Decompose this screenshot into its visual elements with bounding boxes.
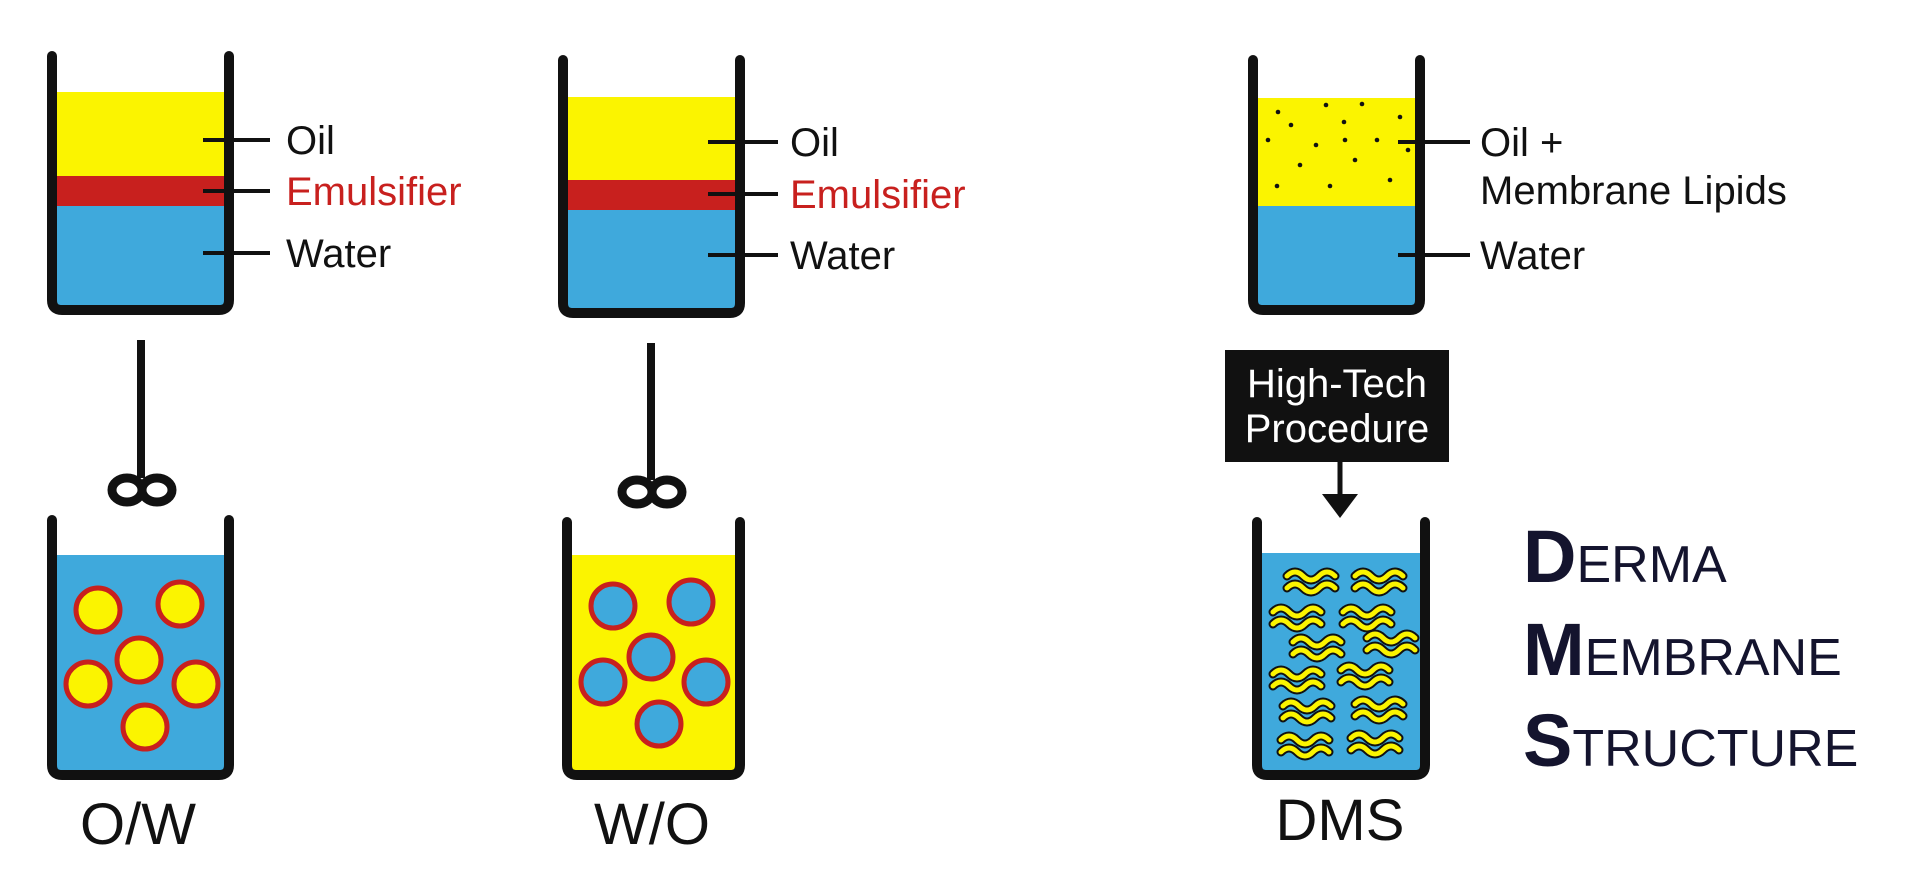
oil-lipids-label-line1: Oil + bbox=[1480, 121, 1563, 165]
emulsifier-label: Emulsifier bbox=[790, 173, 966, 217]
wo-bottom-beaker bbox=[562, 517, 745, 780]
beaker-outline bbox=[1248, 55, 1425, 315]
acronym-line-membrane: MEMBRANE bbox=[1523, 608, 1842, 691]
dms-caption: DMS bbox=[1276, 788, 1405, 853]
ow-top-labels: Oil Emulsifier Water bbox=[203, 119, 462, 276]
emulsifier-label: Emulsifier bbox=[286, 170, 462, 214]
stirrer-icon bbox=[617, 343, 687, 509]
procedure-line2: Procedure bbox=[1245, 407, 1430, 451]
oil-droplet bbox=[155, 579, 205, 629]
water-droplet bbox=[588, 581, 638, 631]
emulsifier-layer bbox=[52, 176, 229, 206]
acronym-rest: TRUCTURE bbox=[1572, 720, 1858, 778]
lipid-dots bbox=[1265, 101, 1411, 189]
oil-droplet bbox=[73, 585, 123, 635]
water-droplet bbox=[578, 657, 628, 707]
down-arrow-icon bbox=[1322, 462, 1358, 518]
procedure-line1: High-Tech bbox=[1247, 362, 1427, 406]
beaker-outline bbox=[47, 51, 234, 315]
oil-droplet bbox=[120, 702, 170, 752]
acronym-rest: EMBRANE bbox=[1585, 629, 1842, 687]
acronym-initial: S bbox=[1523, 699, 1572, 782]
oil-droplet bbox=[63, 659, 113, 709]
water-label: Water bbox=[790, 234, 895, 278]
oil-droplet bbox=[114, 635, 164, 685]
dms-top-labels: Oil + Membrane Lipids Water bbox=[1398, 121, 1787, 278]
acronym-initial: M bbox=[1523, 608, 1585, 691]
high-tech-procedure-box: High-Tech Procedure bbox=[1225, 350, 1449, 462]
dms-bottom-beaker bbox=[1252, 517, 1430, 780]
ow-top-beaker bbox=[47, 51, 234, 315]
wo-caption: W/O bbox=[594, 792, 710, 857]
acronym-rest: ERMA bbox=[1576, 536, 1727, 594]
acronym-line-derma: DERMA bbox=[1523, 515, 1727, 598]
oil-lipid-layer bbox=[1253, 98, 1420, 206]
acronym-line-structure: STRUCTURE bbox=[1523, 699, 1858, 782]
ow-bottom-beaker bbox=[47, 515, 234, 780]
water-label: Water bbox=[286, 232, 391, 276]
water-label: Water bbox=[1480, 234, 1585, 278]
oil-lipids-label-line2: Membrane Lipids bbox=[1480, 169, 1787, 213]
wo-top-beaker bbox=[558, 55, 745, 318]
oil-droplet bbox=[171, 659, 221, 709]
water-droplet bbox=[634, 699, 684, 749]
acronym-initial: D bbox=[1523, 515, 1576, 598]
oil-label: Oil bbox=[286, 119, 335, 163]
water-layer bbox=[563, 210, 740, 310]
beaker-outline bbox=[47, 515, 234, 780]
beaker-outline bbox=[1252, 517, 1430, 780]
water-droplet bbox=[681, 657, 731, 707]
beaker-outline bbox=[562, 517, 745, 780]
stirrer-icon bbox=[107, 340, 177, 507]
beaker-outline bbox=[558, 55, 745, 318]
oil-layer bbox=[563, 97, 740, 180]
oil-label: Oil bbox=[790, 121, 839, 165]
oil-layer bbox=[52, 92, 229, 176]
wo-top-labels: Oil Emulsifier Water bbox=[708, 121, 966, 278]
dms-acronym: DERMA MEMBRANE STRUCTURE bbox=[1523, 515, 1858, 782]
water-layer bbox=[52, 206, 229, 307]
water-layer bbox=[1253, 206, 1420, 307]
dms-top-beaker bbox=[1248, 55, 1425, 315]
water-droplet bbox=[666, 577, 716, 627]
water-droplet bbox=[626, 632, 676, 682]
membrane-lipid-waves bbox=[1268, 567, 1420, 761]
ow-caption: O/W bbox=[80, 792, 196, 857]
